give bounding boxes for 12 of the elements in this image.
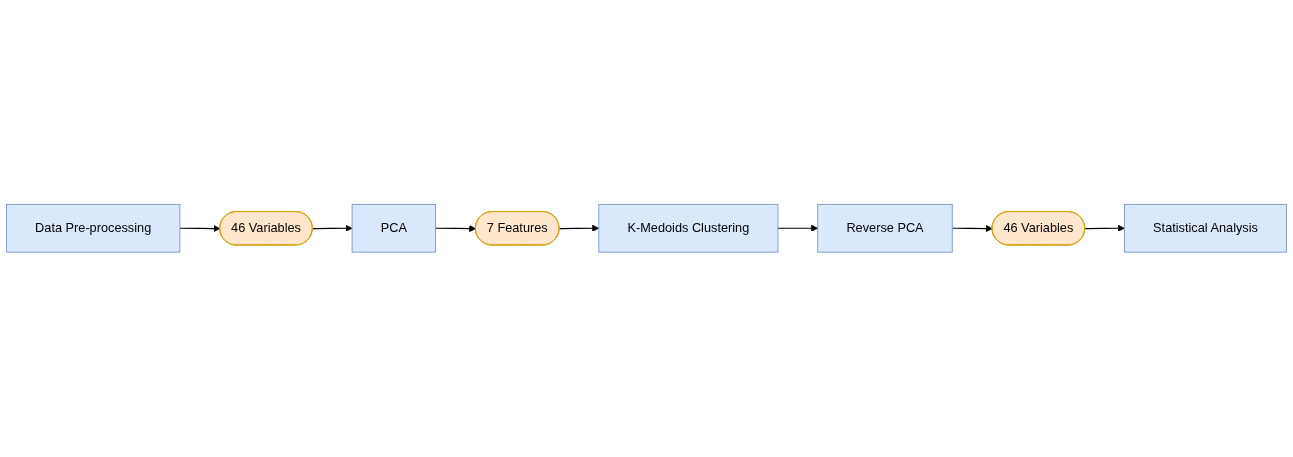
node-box: Data Pre-processing [6, 204, 181, 253]
node-box: PCA [351, 204, 436, 253]
arrow [951, 225, 993, 233]
arrow [435, 225, 477, 233]
node-box: Reverse PCA [817, 204, 953, 253]
node-box: K-Medoids Clustering [598, 204, 779, 253]
node-box: Statistical Analysis [1124, 204, 1287, 253]
arrow [1084, 225, 1125, 232]
arrow [179, 225, 221, 233]
arrow [558, 225, 600, 232]
arrow [312, 225, 353, 232]
arrow [777, 225, 819, 232]
